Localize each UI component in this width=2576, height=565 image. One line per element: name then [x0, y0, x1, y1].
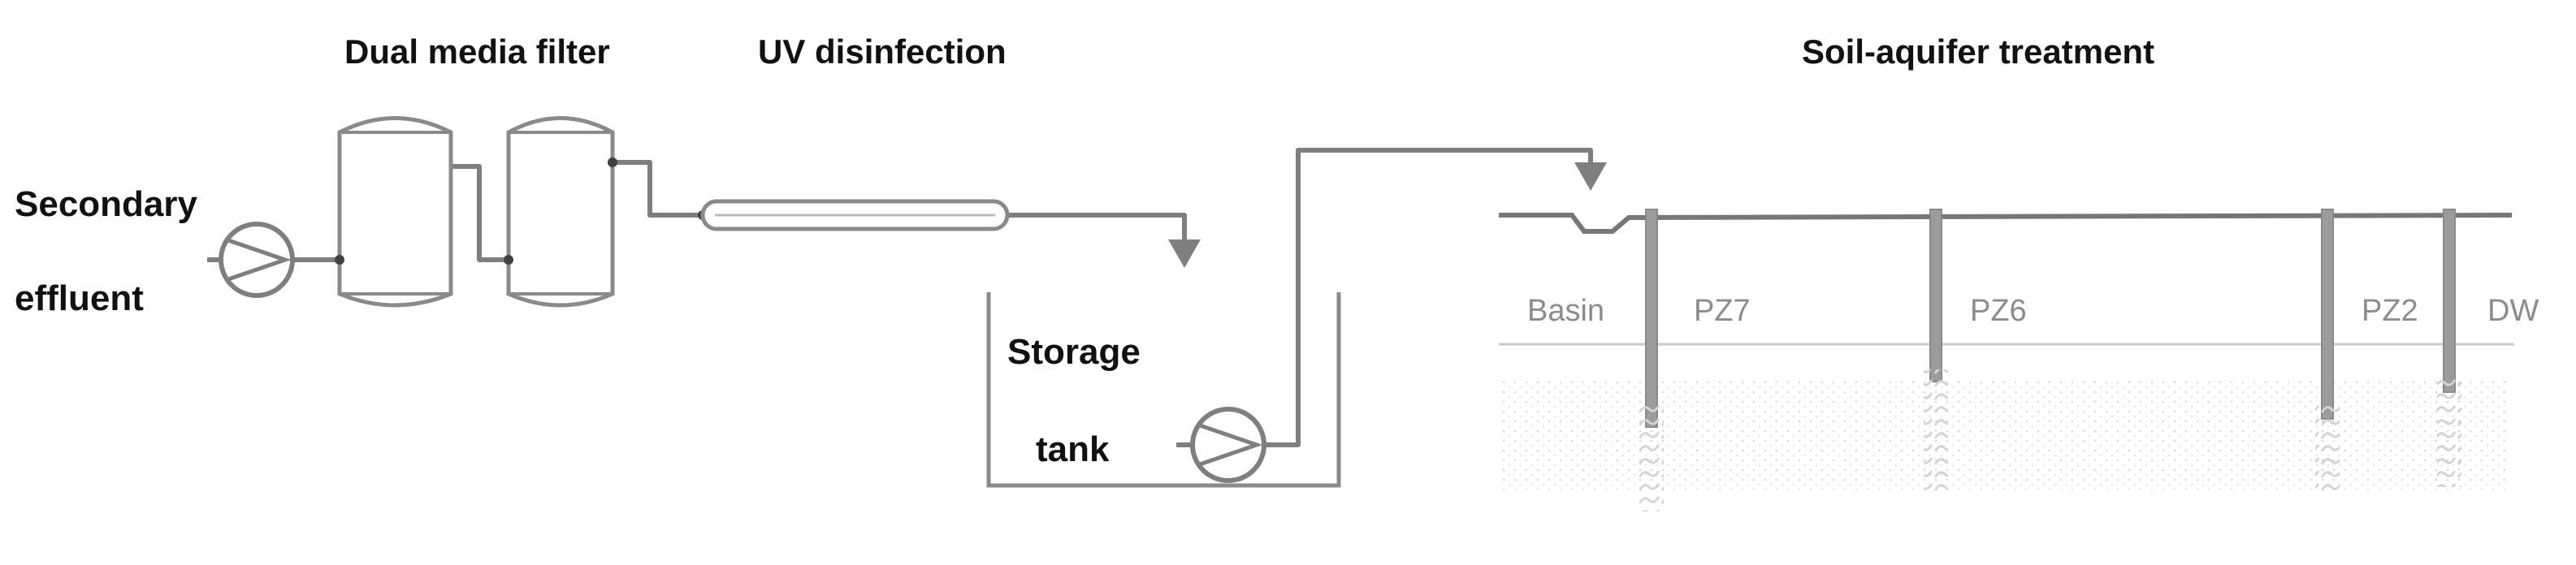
- dual-media-filter-label: Dual media filter: [344, 32, 610, 71]
- pipe-uv-to-tank: [1007, 213, 1187, 239]
- pipe-filter1-to-filter2: [451, 164, 510, 262]
- storage-tank-label-line1: Storage: [1007, 332, 1141, 372]
- arrow-into-storage-tank-icon: [1168, 239, 1201, 268]
- well-pz6: [1924, 209, 1948, 491]
- uv-disinfection-label: UV disinfection: [758, 32, 1007, 71]
- dual-media-filter-vessel-1: [337, 116, 453, 308]
- zone-label-pz2: PZ2: [2362, 294, 2418, 328]
- well-pz2: [2315, 209, 2340, 491]
- storage-tank: [986, 292, 1341, 488]
- zone-label-basin: Basin: [1527, 294, 1604, 328]
- uv-reactor: [700, 199, 1010, 231]
- arrow-into-basin-icon: [1574, 162, 1607, 191]
- storage-tank-label-line2: tank: [1036, 429, 1110, 469]
- storage-pump-icon: [1176, 407, 1266, 483]
- zone-label-dw: DW: [2487, 294, 2539, 328]
- secondary-effluent-label-line2: effluent: [15, 278, 144, 318]
- well-pz7: [1639, 209, 1664, 511]
- soil-aquifer-treatment-label: Soil-aquifer treatment: [1802, 32, 2154, 71]
- pipe-storage-to-basin: [1264, 148, 1593, 447]
- pipe-filter2-to-uv: [613, 160, 703, 218]
- secondary-effluent-label-line1: Secondary: [15, 184, 198, 224]
- ground-surface-line: [1499, 213, 2513, 234]
- dual-media-filter-vessel-2: [506, 116, 615, 308]
- well-dw: [2437, 209, 2461, 487]
- zone-label-pz6: PZ6: [1970, 294, 2027, 328]
- inlet-pump-icon: [207, 222, 295, 298]
- zone-label-pz7: PZ7: [1694, 294, 1751, 328]
